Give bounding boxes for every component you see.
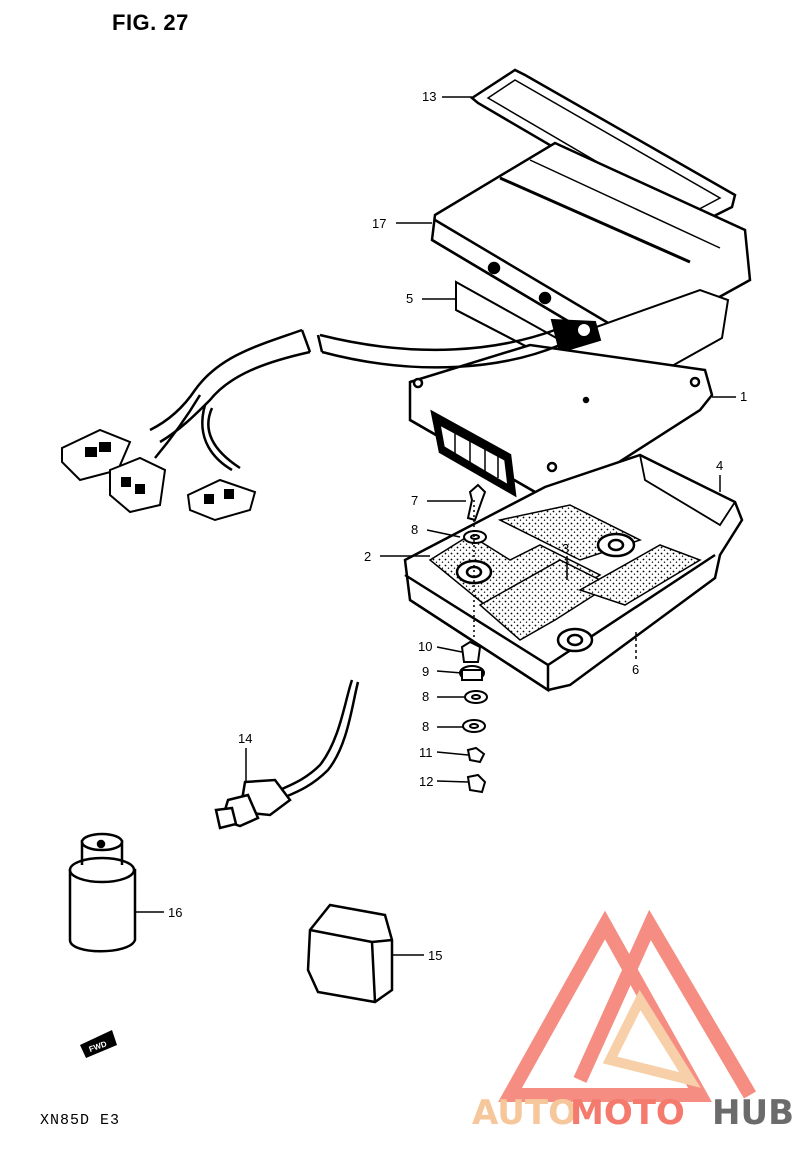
callout-8-lower: 8 bbox=[422, 719, 429, 734]
callout-12: 12 bbox=[419, 774, 433, 789]
mounting-tray-part bbox=[403, 453, 744, 693]
callout-11: 11 bbox=[419, 745, 433, 760]
callout-3: 3 bbox=[562, 541, 569, 556]
callout-13: 13 bbox=[422, 89, 436, 104]
forward-arrow-icon bbox=[80, 1030, 117, 1058]
watermark-text-moto: MOTO bbox=[570, 1093, 685, 1133]
callout-8-upper: 8 bbox=[411, 522, 418, 537]
callout-16: 16 bbox=[168, 905, 182, 920]
callout-6: 6 bbox=[632, 662, 639, 677]
watermark-text-auto: AUTO bbox=[472, 1093, 577, 1133]
relay-box-part bbox=[306, 903, 394, 1004]
figure-title: FIG. 27 bbox=[112, 10, 189, 35]
sensor-part bbox=[214, 679, 360, 830]
callout-17: 17 bbox=[372, 216, 386, 231]
callout-8-middle: 8 bbox=[422, 689, 429, 704]
connector-plugs-part bbox=[61, 428, 257, 522]
callout-14: 14 bbox=[238, 731, 252, 746]
leader-lines bbox=[135, 96, 736, 956]
callout-2: 2 bbox=[364, 549, 371, 564]
callout-7: 7 bbox=[411, 493, 418, 508]
watermark-logo bbox=[498, 909, 757, 1102]
callout-1: 1 bbox=[740, 389, 747, 404]
callout-9: 9 bbox=[422, 664, 429, 679]
fastener-stack-part bbox=[459, 483, 488, 794]
callout-4: 4 bbox=[716, 458, 723, 473]
model-code: XN85D E3 bbox=[40, 1112, 121, 1129]
callout-15: 15 bbox=[428, 948, 442, 963]
wiring-harness-part bbox=[149, 328, 561, 472]
callout-labels: 13 17 5 1 4 7 8 2 3 6 10 9 8 8 11 12 14 … bbox=[168, 89, 747, 963]
watermark-text-hub: HUB bbox=[712, 1093, 794, 1133]
callout-5: 5 bbox=[406, 291, 413, 306]
base-unit-part bbox=[408, 343, 714, 502]
callout-10: 10 bbox=[418, 639, 432, 654]
relay-cylinder-part bbox=[68, 832, 137, 953]
